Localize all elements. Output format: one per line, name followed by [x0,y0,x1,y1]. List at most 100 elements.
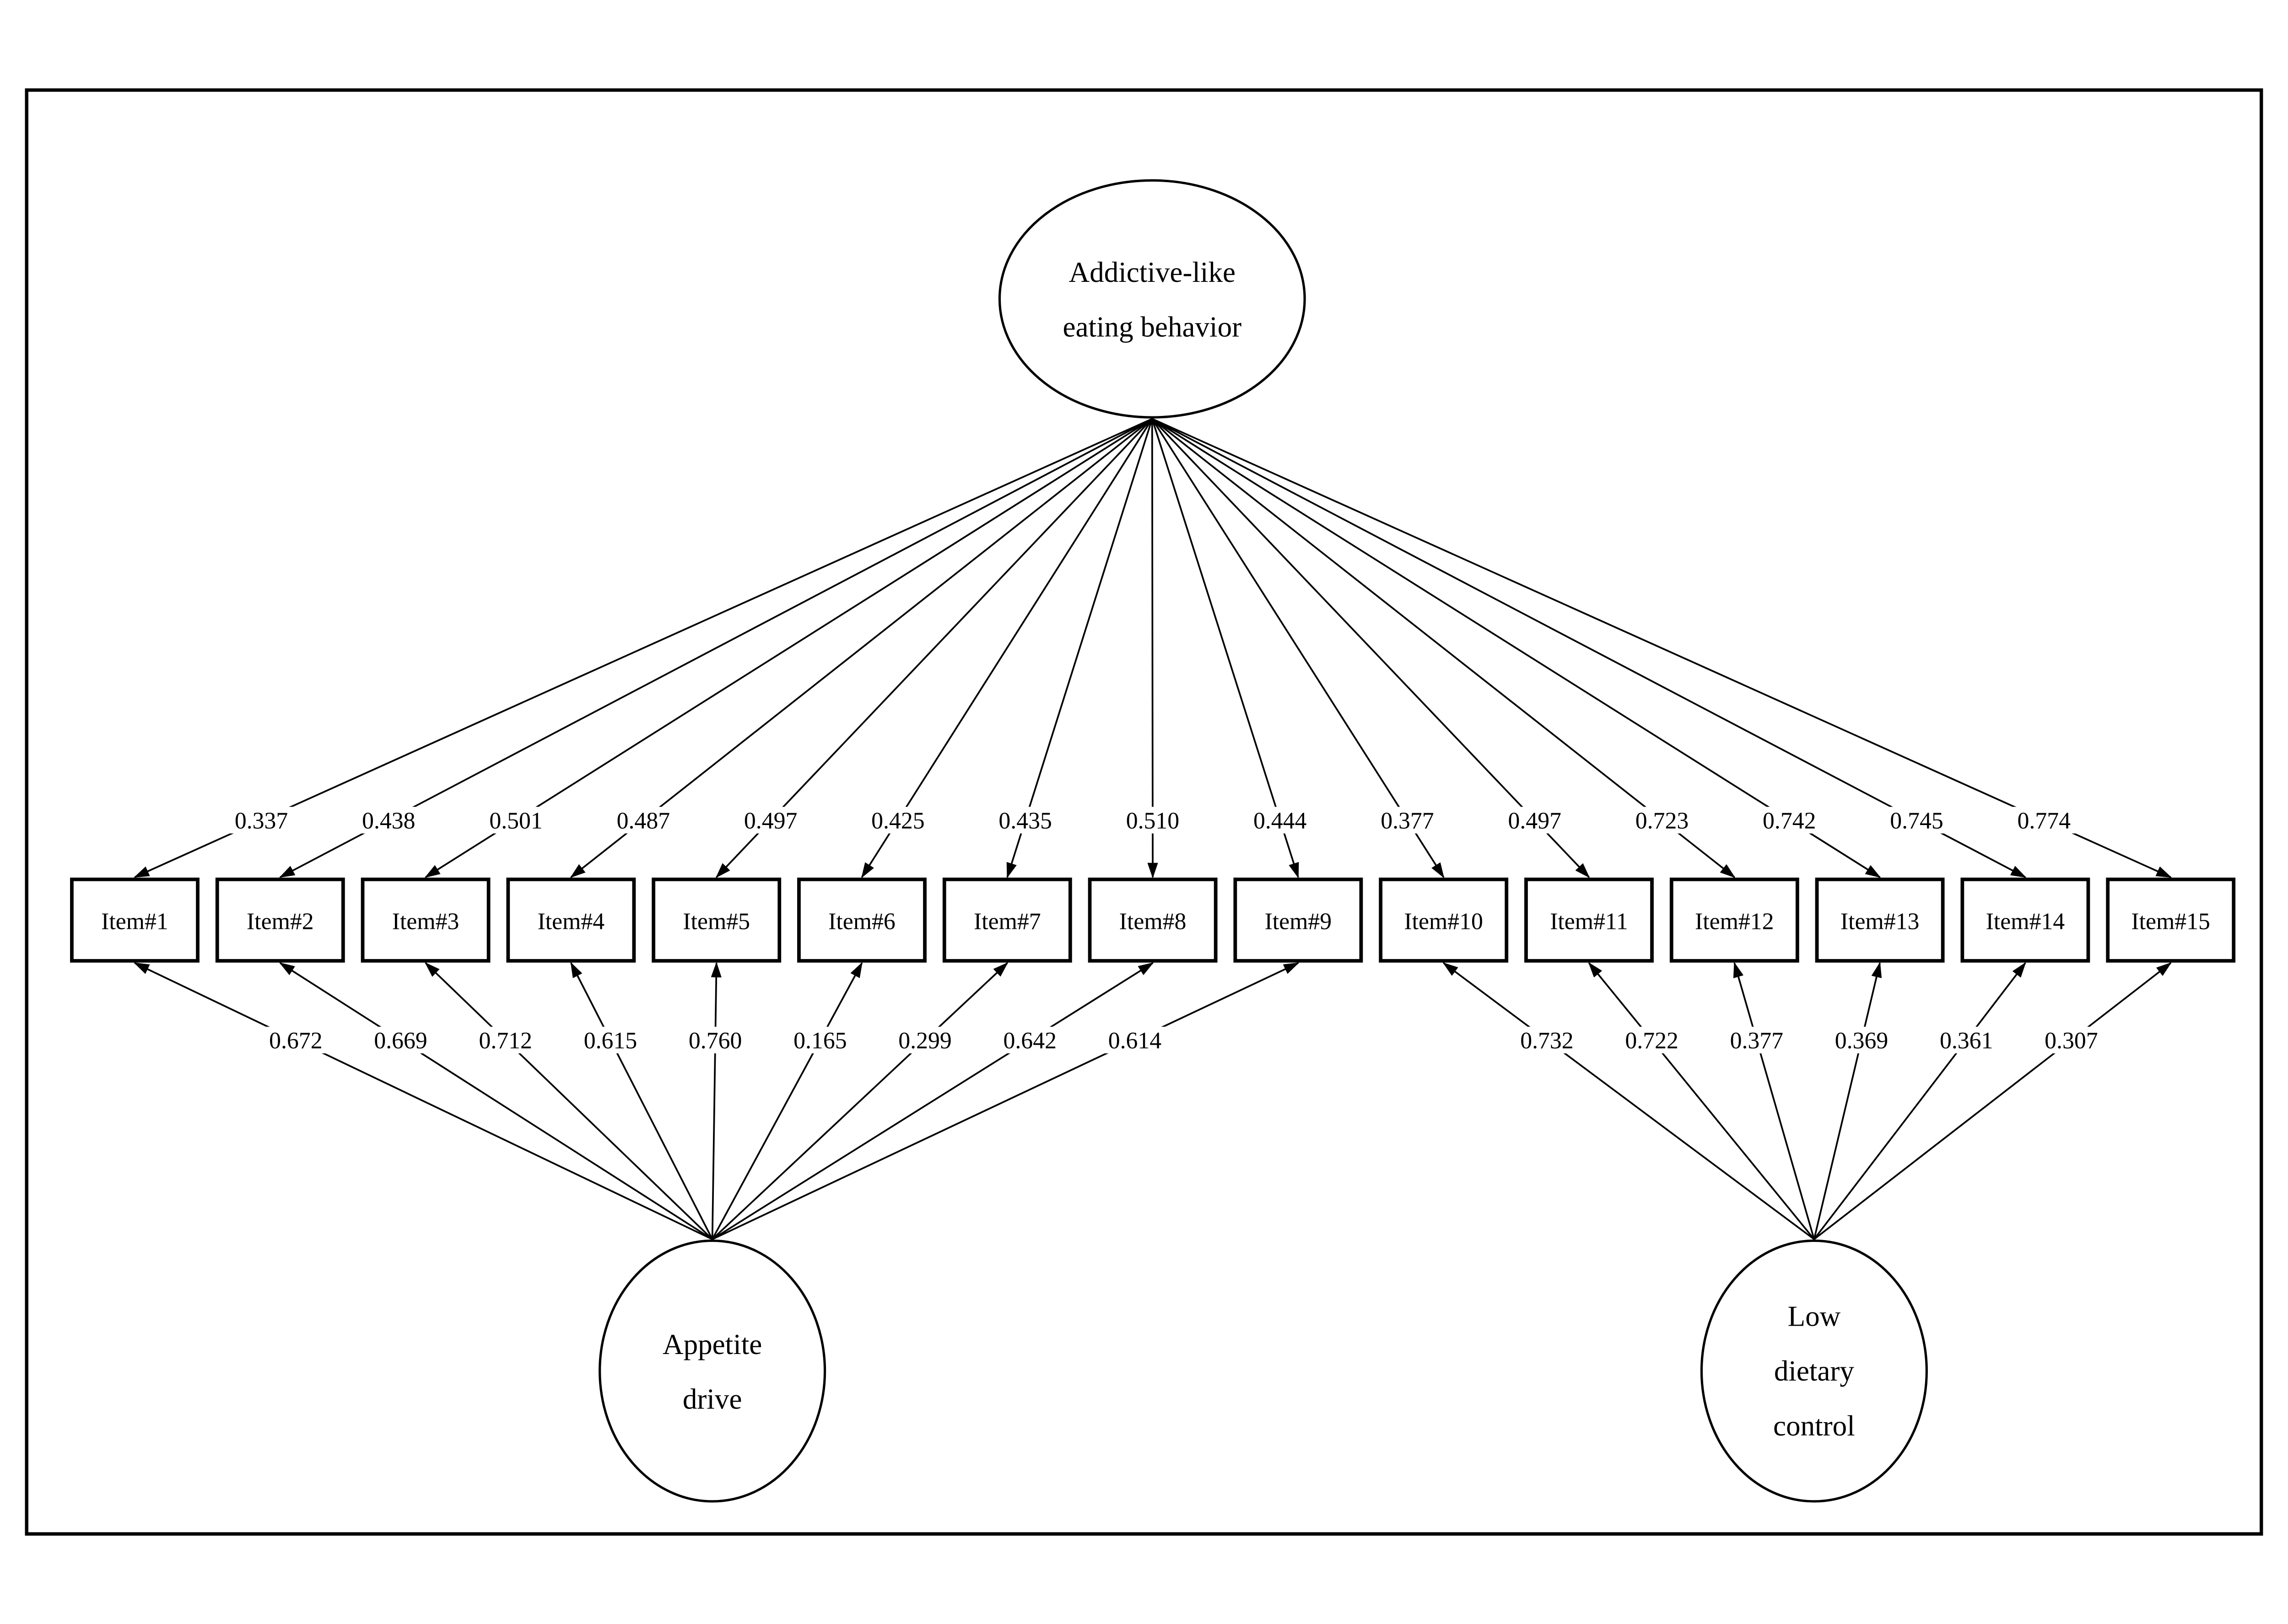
loading-value-left-item8: 0.642 [1003,1028,1056,1054]
arrow-right-to-item15 [1813,962,2172,1240]
item-label-3: Item#3 [392,908,459,934]
loading-value-left-item9: 0.614 [1108,1028,1162,1054]
arrow-left-to-item8 [712,962,1154,1240]
loading-label-bg [471,1026,540,1054]
loading-value-top-item6: 0.425 [871,808,924,834]
arrow-top-to-item11 [1151,418,1590,878]
item-box-1 [70,877,200,963]
arrow-left-to-item4 [570,962,713,1240]
arrow-left-to-item9 [712,962,1300,1240]
arrow-top-to-item4 [570,418,1153,878]
item-box-4 [506,877,636,963]
arrow-top-to-item5 [715,418,1153,878]
factor-label-top-line2: eating behavior [1063,311,1241,343]
loading-label-bg [991,807,1060,834]
loading-label-bg [996,1026,1064,1054]
loading-value-top-item8: 0.510 [1126,808,1179,834]
loading-value-top-item1: 0.337 [235,808,288,834]
loading-label-bg [863,807,932,834]
item-label-6: Item#6 [828,908,896,934]
arrow-top-to-item10 [1151,418,1445,879]
loading-value-right-item15: 0.307 [2045,1028,2098,1054]
item-label-1: Item#1 [101,908,168,934]
loading-value-left-item7: 0.299 [898,1028,951,1054]
loading-value-right-item14: 0.361 [1940,1028,1993,1054]
item-label-5: Item#5 [683,908,750,934]
loading-label-bg [1513,1026,1581,1054]
loading-label-bg [891,1026,959,1054]
loading-arrows [134,418,2172,1240]
loading-value-top-item2: 0.438 [362,808,415,834]
loading-label-bg [576,1026,645,1054]
item-label-14: Item#14 [1986,908,2065,934]
loading-value-left-item1: 0.672 [269,1028,322,1054]
loading-value-top-item3: 0.501 [489,808,542,834]
loading-label-bg [2010,807,2078,834]
item-label-13: Item#13 [1840,908,1920,934]
arrow-top-to-item3 [424,418,1153,878]
loading-label-bg [1932,1026,2001,1054]
item-label-9: Item#9 [1265,908,1332,934]
loading-label-bg [1500,807,1569,834]
loading-value-left-item5: 0.760 [689,1028,742,1054]
arrow-top-to-item12 [1151,418,1736,878]
arrow-top-to-item8 [1147,419,1158,879]
loading-value-top-item9: 0.444 [1253,808,1307,834]
item-box-3 [361,877,491,963]
item-box-11 [1524,877,1654,963]
loading-value-left-item3: 0.712 [479,1028,532,1054]
item-box-13 [1815,877,1945,963]
loading-value-right-item11: 0.722 [1625,1028,1678,1054]
loading-value-left-item4: 0.615 [584,1028,637,1054]
item-box-14 [1960,877,2090,963]
loading-label-bg [261,1026,330,1054]
item-label-10: Item#10 [1404,908,1483,934]
loading-label-bg [2037,1026,2105,1054]
arrow-left-to-item7 [712,962,1009,1240]
item-label-4: Item#4 [538,908,605,934]
item-label-15: Item#15 [2131,908,2210,934]
loading-value-right-item10: 0.732 [1520,1028,1573,1054]
item-box-6 [797,877,927,963]
loading-label-bg [1628,807,1696,834]
figure-border [25,88,2263,1536]
item-label-12: Item#12 [1695,908,1774,934]
loading-value-top-item12: 0.723 [1635,808,1689,834]
arrow-top-to-item6 [861,418,1153,879]
loading-value-top-item7: 0.435 [998,808,1052,834]
factor-ellipse-right [1700,1239,1928,1503]
loading-value-top-item4: 0.487 [617,808,670,834]
item-box-10 [1379,877,1509,963]
loading-label-bg [1618,1026,1686,1054]
factor-label-left-line2: drive [683,1383,742,1415]
loading-label-bg [1101,1026,1169,1054]
loading-label-bg [1755,807,1824,834]
factor-label-left-line1: Appetite [663,1328,762,1360]
factor-ellipse-left [599,1239,826,1503]
loading-label-bg [1118,807,1187,834]
loading-label-bg [1246,807,1314,834]
loading-label-bg [1827,1026,1896,1054]
item-box-15 [2106,877,2236,963]
item-label-8: Item#8 [1119,908,1187,934]
item-label-7: Item#7 [974,908,1041,934]
arrow-right-to-item13 [1813,961,1882,1240]
loading-label-bg [786,1026,854,1054]
arrow-top-to-item13 [1151,418,1881,878]
loading-label-bg [609,807,678,834]
loading-label-bg [736,807,805,834]
arrow-top-to-item14 [1151,418,2027,878]
arrow-right-to-item10 [1442,962,1815,1240]
loading-label-bg [354,807,423,834]
factor-label-top-line1: Addictive-like [1069,256,1236,288]
loading-label-bg [1722,1026,1791,1054]
loading-label-bg [482,807,550,834]
item-box-9 [1233,877,1363,963]
item-label-11: Item#11 [1550,908,1628,934]
loading-value-left-item2: 0.669 [374,1028,427,1054]
arrow-right-to-item14 [1813,962,2026,1240]
